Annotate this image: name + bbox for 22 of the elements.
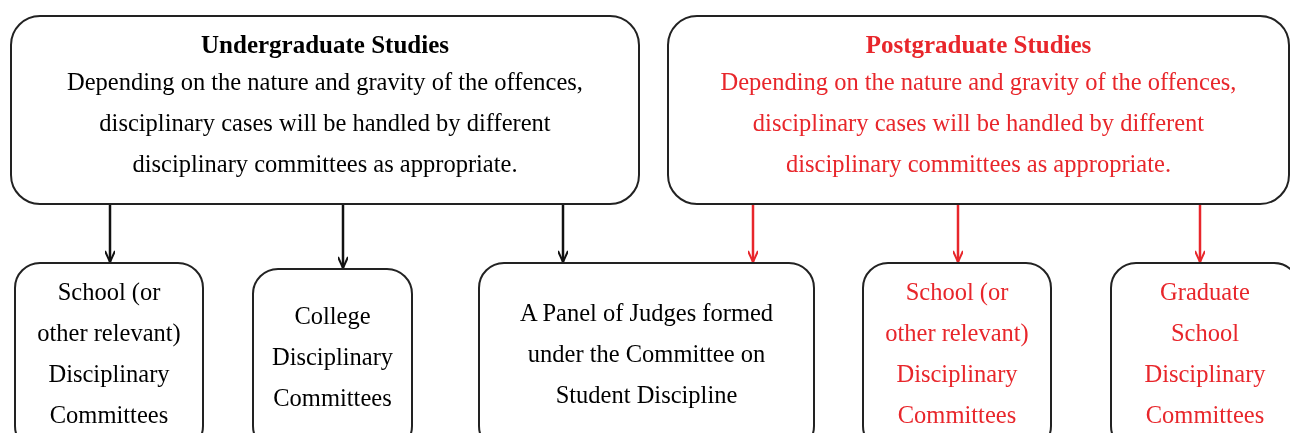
box-heading: Undergraduate Studies <box>201 30 449 60</box>
box-heading: Postgraduate Studies <box>865 30 1092 60</box>
committee-box <box>862 262 1052 433</box>
box-description: Depending on the nature and gravity of the offences, disciplinary cases will be handled by different disciplinary committees as appropriate. <box>719 67 1238 179</box>
box-description: Depending on the nature and gravity of the offences, disciplinary cases will be handled by different disciplinary committees as appropriate. <box>66 67 584 179</box>
category-box <box>667 15 1290 205</box>
committee-name: School (or other relevant) Disciplinary Committees <box>884 277 1030 430</box>
committee-box <box>14 262 204 433</box>
arrow <box>747 205 759 263</box>
committee-box <box>252 268 413 433</box>
committee-name: A Panel of Judges formed under the Committee on Student Discipline <box>518 297 775 410</box>
committee-name: College Disciplinary Committees <box>270 300 395 413</box>
arrow <box>1194 205 1206 263</box>
committee-name: Graduate School Disciplinary Committees <box>1143 277 1267 430</box>
arrow <box>557 205 569 263</box>
arrow <box>337 205 349 269</box>
arrow <box>104 205 116 263</box>
committee-name: School (or other relevant) Disciplinary Committees <box>36 277 182 430</box>
committee-box <box>478 262 815 433</box>
committee-box <box>1110 262 1290 433</box>
category-box <box>10 15 640 205</box>
arrow <box>952 205 964 263</box>
